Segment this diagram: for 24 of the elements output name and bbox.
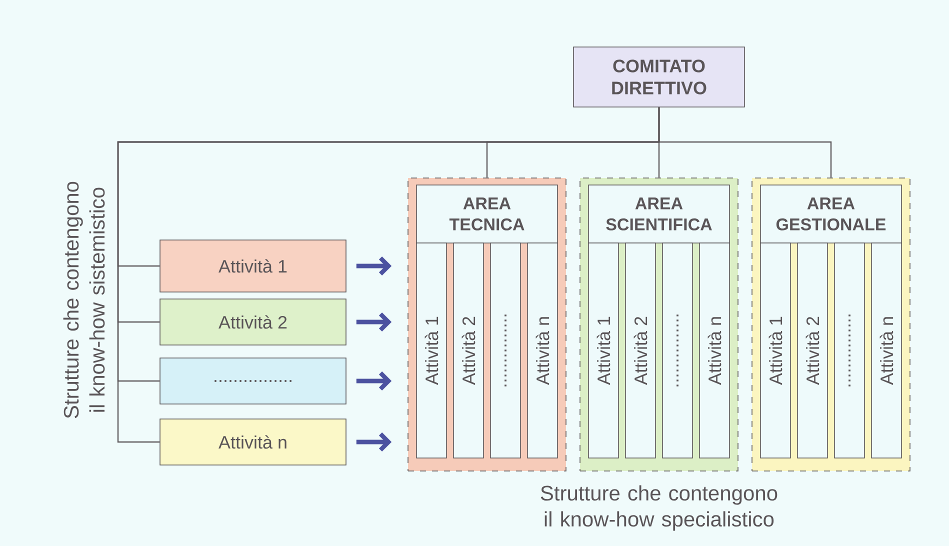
activity-column: Attività n xyxy=(699,242,730,458)
arrow xyxy=(356,371,392,391)
activity-column: ............... xyxy=(662,242,693,458)
caption-text: Strutture che contengono il know-how specialistico xyxy=(540,485,778,531)
activity-column: Attività n xyxy=(527,242,558,458)
activity-column: Attività 1 xyxy=(588,242,619,458)
arrow xyxy=(356,312,392,332)
activity-column: Attività 2 xyxy=(797,242,828,458)
activity-box: Attività n xyxy=(160,418,346,466)
arrow xyxy=(356,432,392,452)
activity-column: Attività 2 xyxy=(625,242,656,458)
committee-box: COMITATO DIRETTIVO xyxy=(573,46,745,108)
activity-column: ............... xyxy=(490,242,521,458)
activity-column: ............... xyxy=(834,242,865,458)
activity-column: Attività 2 xyxy=(453,242,484,458)
activity-box: ................ xyxy=(160,358,346,404)
arrow xyxy=(356,256,392,276)
activity-box: Attività 2 xyxy=(160,298,346,346)
activity-column: Attività 1 xyxy=(760,242,791,458)
activity-column: Attività n xyxy=(871,242,902,458)
connector-line xyxy=(658,107,832,178)
caption-text: Strutture che contengono il know-how sistemistico xyxy=(63,182,105,418)
activity-column: Attività 1 xyxy=(416,242,447,458)
activity-box: Attività 1 xyxy=(160,240,346,292)
